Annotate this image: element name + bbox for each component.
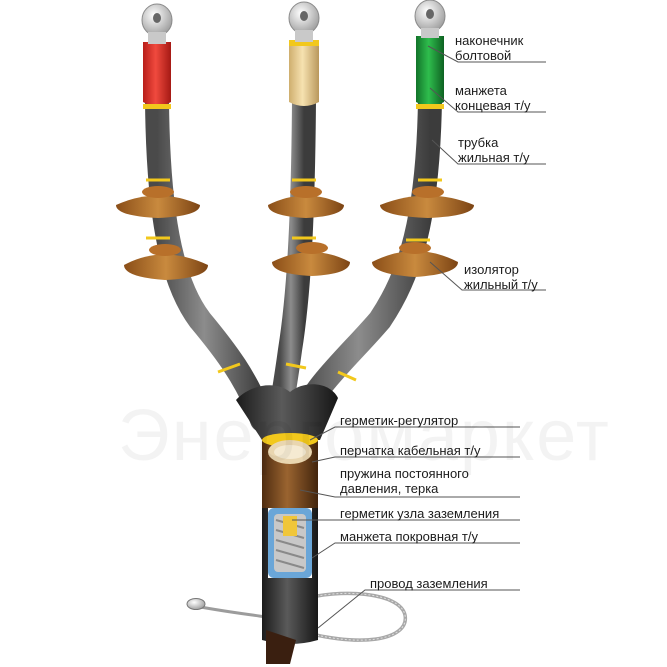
label-spring-line2: давления, терка [340, 481, 439, 496]
insulator-skirts-lower [124, 242, 458, 280]
label-core-tube: трубка жильная т/у [458, 135, 529, 165]
label-end-sleeve-line1: манжета [455, 83, 507, 98]
phase-right [288, 88, 442, 432]
label-core-tube-line1: трубка [458, 135, 499, 150]
label-lug: наконечник болтовой [455, 33, 523, 63]
label-lug-line1: наконечник [455, 33, 524, 48]
grounding-node [268, 508, 312, 578]
insulator-skirts-upper [116, 186, 474, 218]
label-ground-wire: провод заземления [370, 576, 488, 591]
label-insulator-line1: изолятор [464, 262, 519, 277]
label-end-sleeve-line2: концевая т/у [455, 98, 531, 113]
label-glove: перчатка кабельная т/у [340, 443, 481, 458]
cable-glove [236, 384, 338, 508]
end-sleeves [143, 36, 444, 109]
label-sealant-regulator: герметик-регулятор [340, 413, 459, 428]
label-ground-sealant: герметик узла заземления [340, 506, 500, 521]
watermark: Энергомаркет [118, 395, 611, 477]
bolted-lugs [141, 0, 446, 44]
label-cover-sleeve: манжета покровная т/у [340, 529, 478, 544]
phase-left [145, 88, 274, 432]
cover-sleeve [262, 508, 318, 664]
tube-bands [146, 178, 442, 382]
label-insulator-line2: жильный т/у [464, 277, 538, 292]
label-spring-line1: пружина постоянного [340, 466, 469, 481]
label-spring: пружина постоянного давления, терка [340, 466, 469, 496]
ground-lug-icon [186, 598, 206, 610]
label-end-sleeve: манжета концевая т/у [455, 83, 530, 113]
leader-lines [292, 45, 546, 629]
label-core-tube-line2: жильная т/у [458, 150, 530, 165]
label-insulator: изолятор жильный т/у [464, 262, 538, 292]
label-lug-line2: болтовой [455, 48, 512, 63]
